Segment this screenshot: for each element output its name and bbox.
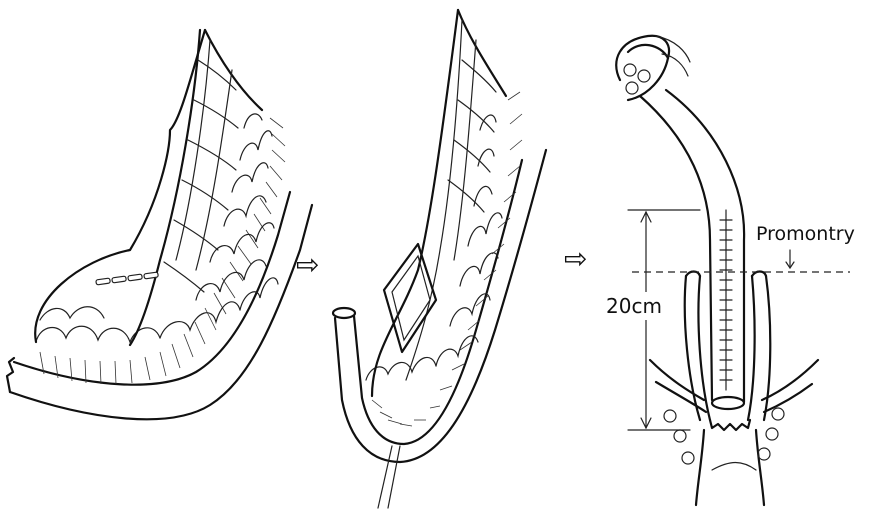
vascular-arcades — [36, 114, 278, 342]
promontory-label: Promontry — [756, 223, 855, 245]
colon-end-lumen — [712, 397, 744, 409]
mesenteric-window — [384, 244, 436, 352]
mesentery-hatching-2 — [372, 92, 522, 426]
arrow-right-icon: ⇨ — [564, 242, 587, 275]
distance-label: 20cm — [606, 294, 662, 318]
colon-cross-section — [616, 36, 690, 100]
vessel-branches — [164, 60, 238, 292]
ligation-line — [96, 272, 159, 285]
bowel-cut-end — [7, 358, 14, 392]
rectal-stump-cut — [710, 420, 750, 430]
panel-2-colon-pull-through — [333, 10, 546, 508]
panel-3-anastomosis: 20cm Promontry — [600, 36, 855, 505]
bowel-cut-end-2 — [333, 308, 355, 318]
arrow-right-icon: ⇨ — [296, 248, 319, 281]
lymph-nodes — [664, 408, 784, 464]
vessel-branches-2 — [448, 60, 496, 212]
panel-1-colon-mobilization — [7, 30, 312, 419]
